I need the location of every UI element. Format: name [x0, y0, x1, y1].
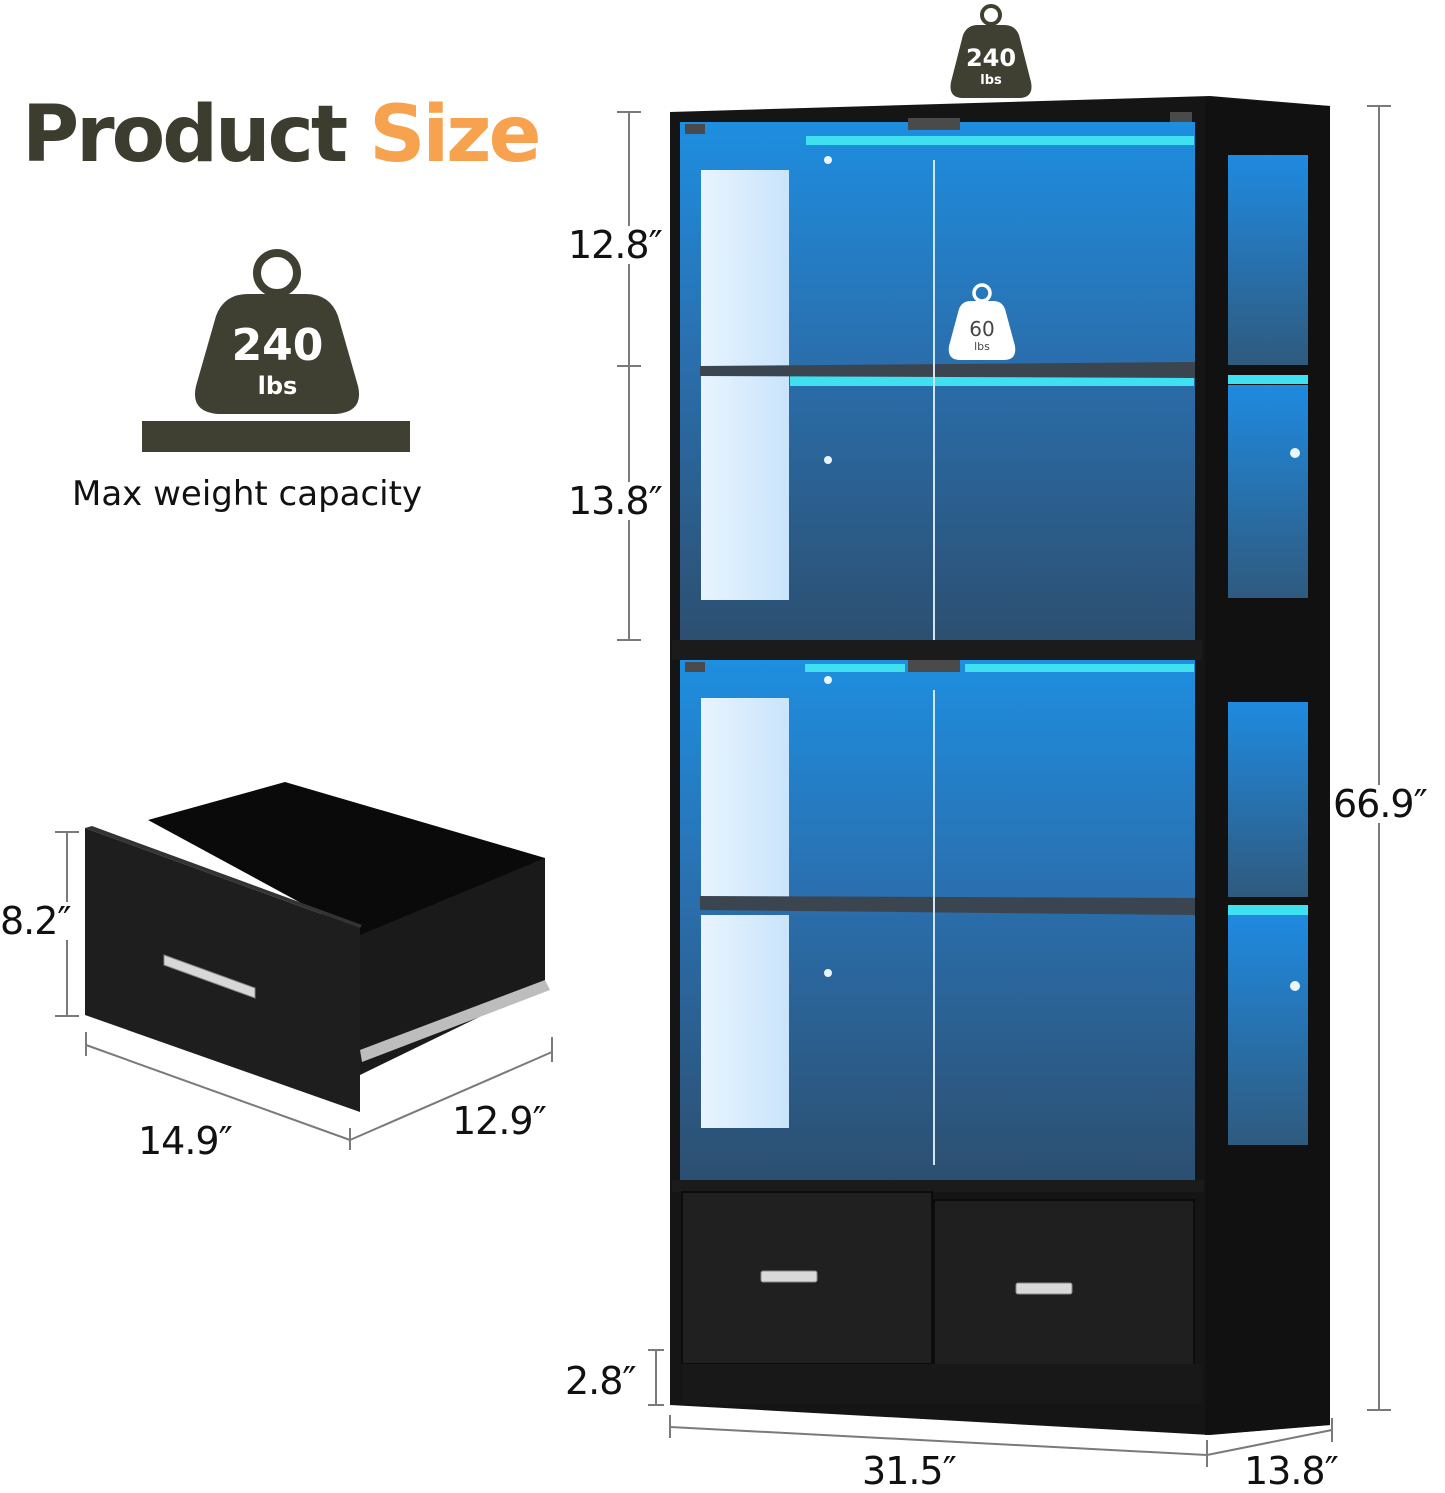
shelf-weight-badge: 60 lbs	[946, 282, 1018, 362]
dim-base-height: 2.8″	[565, 1359, 637, 1403]
dimension-lines	[55, 105, 1391, 1467]
title-size: Size	[369, 90, 541, 180]
weight-icon	[142, 249, 410, 452]
weight-icon	[950, 4, 1032, 98]
shelf-weight-unit: lbs	[974, 340, 990, 353]
dim-drawer-depth: 12.9″	[452, 1099, 547, 1143]
top-weight-value: 240	[965, 44, 1017, 72]
cabinet-body	[670, 96, 1330, 1435]
top-weight-unit: lbs	[980, 73, 1002, 88]
dim-second-shelf: 13.8″	[568, 479, 663, 523]
dim-upper-shelf: 12.8″	[568, 223, 663, 267]
max-weight-badge: 240 lbs	[140, 246, 415, 456]
dim-width: 31.5″	[862, 1449, 957, 1493]
max-weight-caption: Max weight capacity	[72, 474, 423, 514]
dim-depth: 13.8″	[1244, 1449, 1339, 1493]
dim-total-height: 66.9″	[1333, 782, 1428, 826]
title-product: Product	[22, 90, 348, 180]
weight-icon	[948, 283, 1016, 360]
top-weight-badge: 240 lbs	[945, 2, 1037, 102]
shelf-weight-value: 60	[969, 317, 995, 341]
dim-drawer-height: 8.2″	[0, 899, 72, 943]
page-title: Product Size	[22, 96, 541, 174]
drawer-illustration	[85, 782, 550, 1112]
max-weight-value: 240	[231, 320, 324, 371]
dim-drawer-width: 14.9″	[138, 1119, 233, 1163]
max-weight-unit: lbs	[257, 372, 298, 400]
